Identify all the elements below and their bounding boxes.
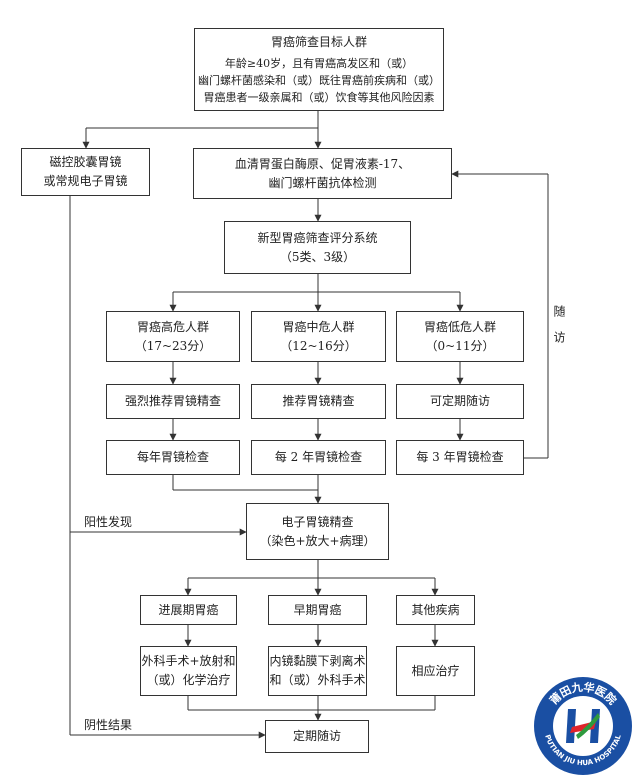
serum-line-2: 幽门螺杆菌抗体检测 [268,175,377,190]
advice-high: 强烈推荐胃镜精查 [106,384,240,419]
criteria-line-3: 胃癌患者一级亲属和（或）饮食等其他风险因素 [203,90,435,104]
risk-range: （12~16分） [280,338,357,353]
negative-result-label: 阴性结果 [84,718,133,732]
positive-finding-label: 阳性发现 [84,515,133,529]
logo-h-mark [566,709,600,743]
outcome-early-cancer: 早期胃癌 [268,595,367,625]
target-population-box: 胃癌筛查目标人群 年龄≥40岁，且有胃癌高发区和（或） 幽门螺杆菌感染和（或）既… [194,28,444,111]
serum-line-1: 血清胃蛋白酶原、促胃液素-17、 [234,156,411,171]
capsule-line-2: 或常规电子胃镜 [43,174,128,188]
endoscopy-line-2: （染色+放大+病理） [259,533,376,548]
treatment-line-2: （或）化学治疗 [146,673,231,687]
outcome-name: 早期胃癌 [293,602,342,617]
advice-text: 可定期随访 [429,394,490,408]
endoscopy-box: 电子胃镜精查 （染色+放大+病理） [246,503,389,560]
regular-followup-box: 定期随访 [265,720,369,753]
exam-low: 每 3 年胃镜检查 [396,440,524,475]
exam-medium: 每 2 年胃镜检查 [251,440,386,475]
hospital-logo: 莆田九华医院 PUTIAN JIU HUA HOSPITAL [534,677,632,775]
scoring-line-2: （5类、3级） [279,249,356,264]
risk-name: 胃癌高危人群 [136,319,209,334]
capsule-endoscopy-box: 磁控胶囊胃镜 或常规电子胃镜 [21,148,150,196]
outcome-name: 其他疾病 [411,602,460,617]
serum-test-box: 血清胃蛋白酶原、促胃液素-17、 幽门螺杆菌抗体检测 [193,148,452,199]
exam-text: 每年胃镜检查 [136,450,209,464]
followup-side-label: 随访 [552,305,566,357]
treatment-advanced: 外科手术+放射和 （或）化学治疗 [140,646,237,696]
advice-text: 推荐胃镜精查 [282,394,355,408]
risk-name: 胃癌中危人群 [282,319,355,334]
treatment-line-1: 内镜黏膜下剥离术 [269,654,366,668]
advice-medium: 推荐胃镜精查 [251,384,386,419]
risk-name: 胃癌低危人群 [423,319,496,334]
treatment-line-2: 和（或）外科手术 [269,673,366,687]
outcome-other-disease: 其他疾病 [396,595,475,625]
risk-range: （0~11分） [425,338,495,353]
target-population-title: 胃癌筛查目标人群 [270,34,367,49]
risk-group-high: 胃癌高危人群 （17~23分） [106,311,240,362]
exam-text: 每 3 年胃镜检查 [416,450,504,464]
endoscopy-line-1: 电子胃镜精查 [281,514,354,529]
scoring-system-box: 新型胃癌筛查评分系统 （5类、3级） [224,221,411,274]
criteria-line-1: 年龄≥40岁，且有胃癌高发区和（或） [224,56,414,70]
advice-text: 强烈推荐胃镜精查 [124,394,221,408]
advice-low: 可定期随访 [396,384,524,419]
final-text: 定期随访 [292,729,341,743]
treatment-line-1: 外科手术+放射和 [141,654,236,668]
risk-range: （17~23分） [134,338,212,353]
outcome-name: 进展期胃癌 [158,602,219,617]
outcome-advanced-cancer: 进展期胃癌 [140,595,237,625]
risk-group-medium: 胃癌中危人群 （12~16分） [251,311,386,362]
capsule-line-1: 磁控胶囊胃镜 [49,155,122,169]
scoring-line-1: 新型胃癌筛查评分系统 [257,230,378,245]
treatment-early: 内镜黏膜下剥离术 和（或）外科手术 [268,646,367,696]
risk-group-low: 胃癌低危人群 （0~11分） [396,311,524,362]
exam-high: 每年胃镜检查 [106,440,240,475]
treatment-line-1: 相应治疗 [411,663,460,678]
treatment-other: 相应治疗 [396,646,475,696]
criteria-line-2: 幽门螺杆菌感染和（或）既往胃癌前疾病和（或） [198,73,440,87]
exam-text: 每 2 年胃镜检查 [274,450,363,464]
